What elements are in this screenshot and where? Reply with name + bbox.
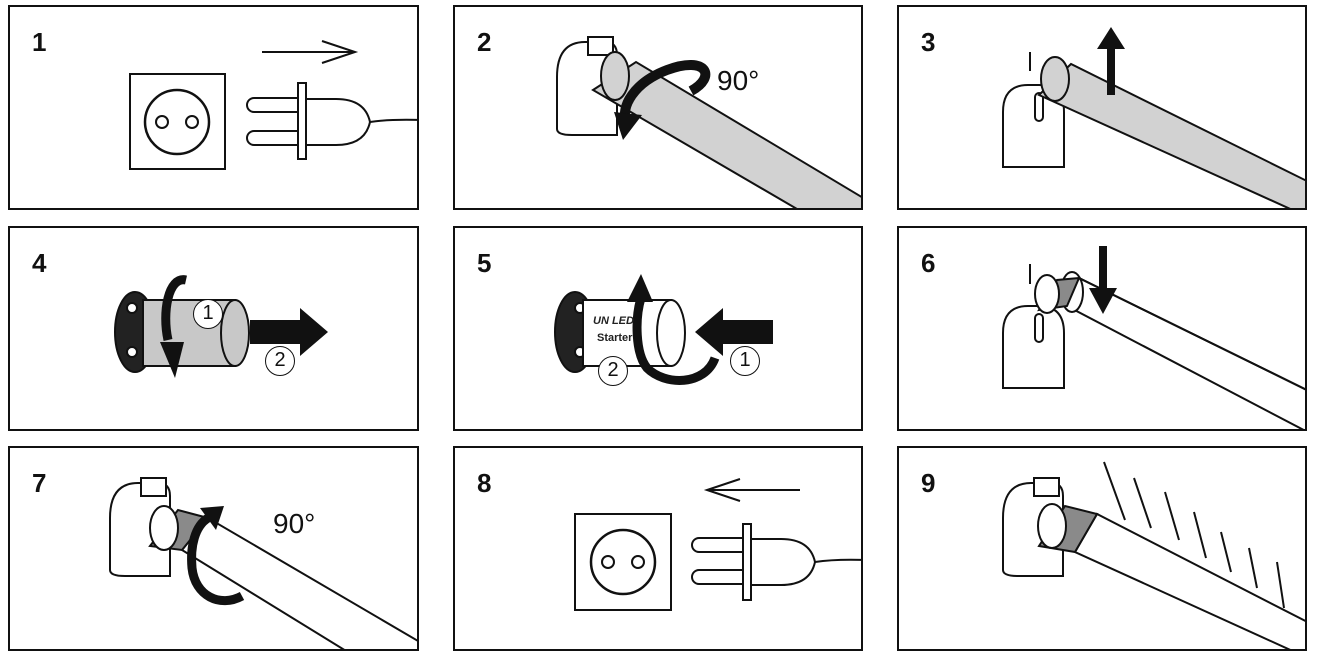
step-number: 6 (921, 248, 936, 278)
marker-1: 1 (193, 299, 223, 329)
starter-label-line-2: Starter (597, 332, 633, 344)
tube-holder-icon (1002, 52, 1065, 168)
step-panel-3: 3 (897, 5, 1307, 210)
arrow-left-icon (703, 478, 800, 502)
step-panel-4: 4 1 2 (8, 226, 419, 431)
led-tube (1037, 503, 1305, 649)
arrow-right-icon (250, 308, 328, 356)
step-number: 3 (921, 27, 936, 57)
step-panel-2: 2 90° (453, 5, 863, 210)
step-5-illustration (554, 274, 773, 385)
marker-2: 2 (265, 346, 295, 376)
step-number: 1 (32, 27, 47, 57)
rotate-arrow-icon (160, 275, 187, 378)
step-number: 9 (921, 468, 936, 498)
plug-icon (691, 523, 861, 601)
step-4-illustration (114, 275, 328, 378)
arrow-up-icon (1097, 27, 1125, 95)
marker-2: 2 (598, 356, 628, 386)
step-panel-6: 6 (897, 226, 1307, 431)
rotate-arrow-icon (627, 274, 720, 385)
arrow-right-icon (262, 40, 359, 64)
starter-icon (582, 299, 686, 367)
led-tube (1034, 271, 1305, 429)
step-panel-9: 9 (897, 446, 1307, 651)
fluorescent-tube (591, 51, 861, 208)
rotate-arrow-icon (187, 506, 245, 606)
tube-holder-icon (1002, 264, 1065, 389)
step-panel-1: 1 (8, 5, 419, 210)
step-number: 4 (32, 248, 47, 278)
step-number: 2 (477, 27, 492, 57)
step-8-illustration (574, 478, 861, 611)
step-number: 8 (477, 468, 492, 498)
rotation-angle-label: 90° (273, 508, 316, 539)
fluorescent-tube (1037, 56, 1305, 208)
step-number: 5 (477, 248, 492, 278)
step-1-illustration (129, 40, 417, 170)
arrow-down-icon (1089, 246, 1117, 314)
step-6-illustration (1002, 246, 1305, 429)
step-panel-8: 8 (453, 446, 863, 651)
rotate-arrow-icon (614, 60, 711, 140)
step-3-illustration (1002, 27, 1305, 208)
plug-icon (246, 82, 417, 160)
starter-label-line-1: UN LED (593, 315, 634, 327)
step-9-illustration (1002, 461, 1305, 649)
tube-holder-icon (109, 477, 171, 577)
socket-icon (129, 73, 226, 170)
step-panel-5: 5 UN LED Starter 1 2 (453, 226, 863, 431)
step-number: 7 (32, 468, 47, 498)
socket-icon (574, 513, 672, 611)
marker-1: 1 (730, 346, 760, 376)
light-rays-icon (1103, 461, 1285, 609)
step-panel-7: 7 90° (8, 446, 419, 651)
arrow-left-icon (695, 308, 773, 356)
step-2-illustration (556, 36, 861, 208)
step-7-illustration (109, 477, 417, 649)
rotation-angle-label: 90° (717, 65, 760, 96)
